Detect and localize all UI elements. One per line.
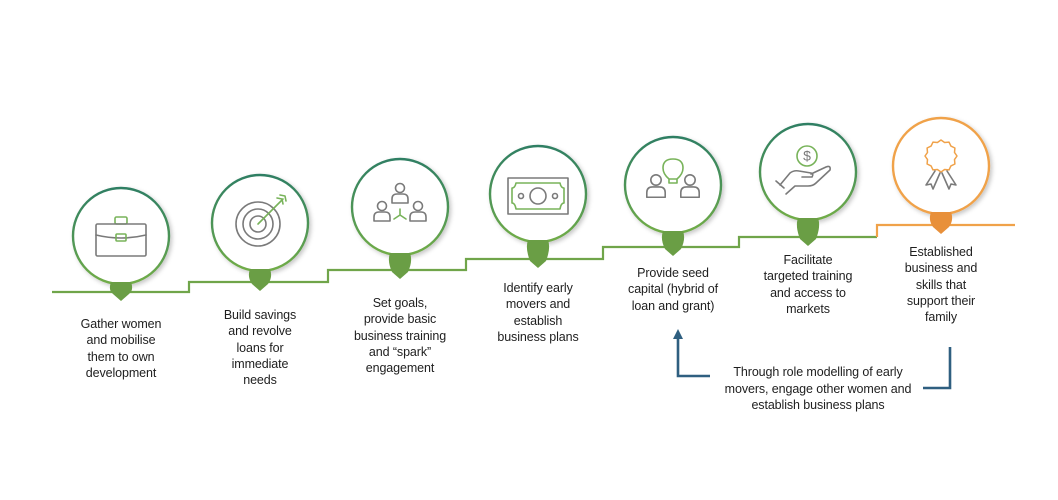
briefcase-icon (95, 216, 147, 257)
map-pin-marker (388, 253, 412, 279)
step-circle (350, 157, 450, 257)
step-label-5: Provide seed capital (hybrid of loan and… (628, 266, 718, 313)
step-label-2: Build savings and revolve loans for imme… (223, 308, 297, 388)
arrowhead-up-icon (673, 329, 683, 339)
step-node-3 (350, 157, 450, 279)
map-pin-marker (661, 231, 685, 256)
step-label-7: Established business and skills that sup… (904, 245, 978, 325)
banknote-icon (507, 177, 569, 215)
step-label-1: Gather women and mobilise them to own de… (80, 317, 162, 380)
map-pin-marker (929, 212, 953, 234)
step-circle (623, 135, 723, 235)
step-node-2 (210, 173, 310, 291)
award-ribbon-icon (924, 139, 958, 190)
step-node-1 (71, 186, 171, 301)
staircase-line-orange (875, 223, 1015, 237)
svg-text:$: $ (803, 148, 811, 164)
people-idea-icon (646, 158, 700, 199)
staircase-line-green (52, 235, 877, 294)
hand-coin-icon: $ (775, 145, 831, 195)
target-arrow-icon (235, 194, 287, 247)
people-network-icon (373, 182, 427, 222)
step-label-6: Facilitate targeted training and access … (763, 253, 853, 316)
map-pin-marker (796, 218, 820, 246)
feedback-arrow-up (673, 329, 710, 378)
feedback-connector (923, 347, 952, 390)
map-pin-marker (248, 269, 272, 291)
step-label-4: Identify early movers and establish busi… (497, 281, 579, 344)
step-node-6: $ (758, 122, 858, 246)
step-node-5 (623, 135, 723, 256)
map-pin-marker (109, 282, 133, 301)
step-circle (891, 116, 991, 216)
map-pin-marker (526, 240, 550, 268)
step-node-4 (488, 144, 588, 268)
step-circle (488, 144, 588, 244)
step-circle (71, 186, 171, 286)
feedback-note: Through role modelling of early movers, … (724, 365, 912, 412)
step-label-3: Set goals, provide basic business traini… (353, 296, 447, 376)
step-node-7 (891, 116, 991, 234)
